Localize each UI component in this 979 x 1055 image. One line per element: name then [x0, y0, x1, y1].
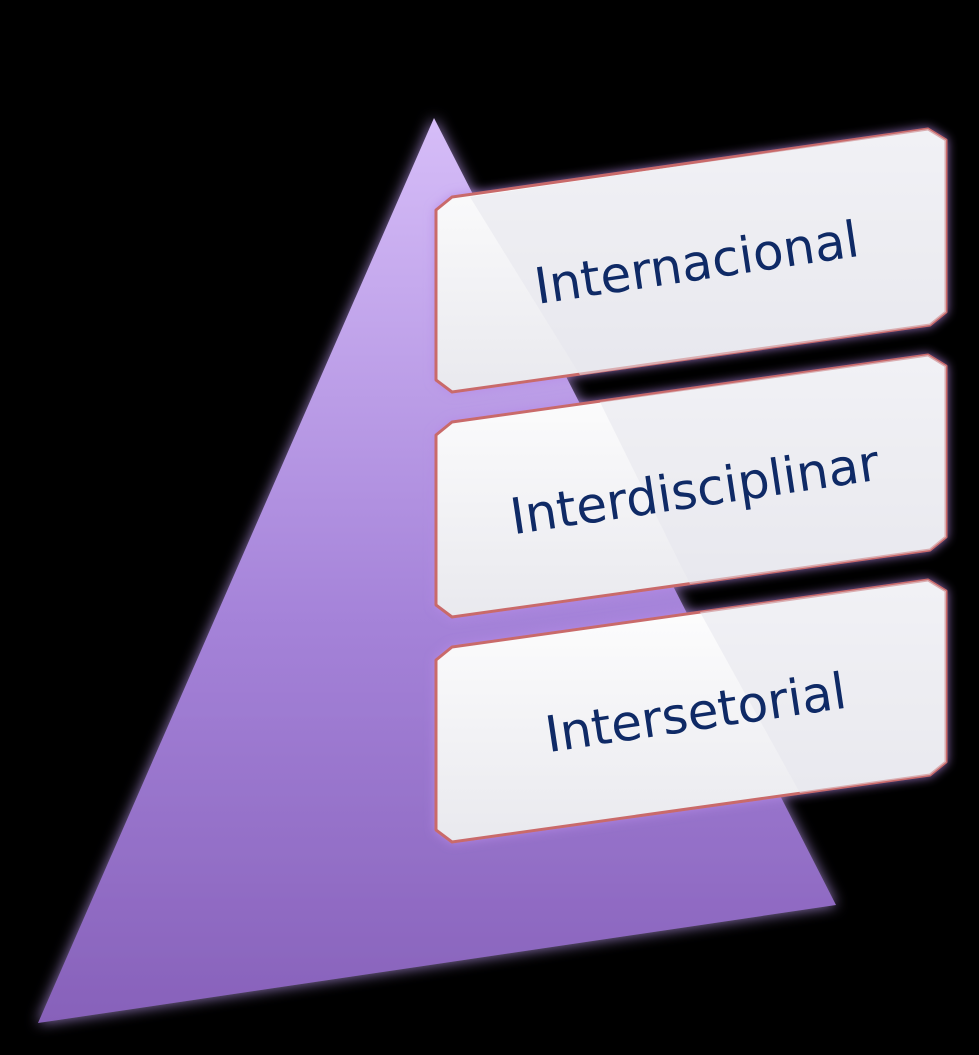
level-box-shade [470, 129, 946, 375]
pyramid-level-3: Intersetorial [434, 578, 948, 844]
level-box-shade [700, 580, 946, 793]
pyramid-level-1: Internacional [434, 127, 948, 394]
pyramid-level-2: Interdisciplinar [434, 353, 948, 619]
level-box-shade [600, 355, 946, 584]
